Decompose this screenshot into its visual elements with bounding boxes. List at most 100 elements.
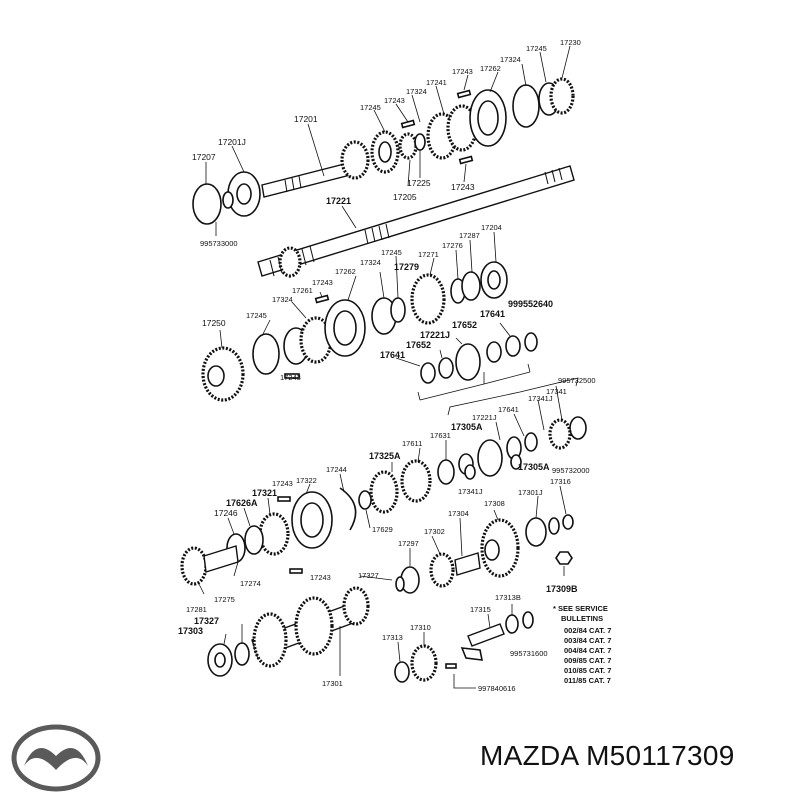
callout: 17204: [481, 223, 502, 232]
brand-part-title: MAZDA M50117309: [480, 740, 735, 772]
callout: 997840616: [478, 684, 516, 693]
gear-17302: [429, 552, 455, 588]
callout: 17313B: [495, 593, 521, 602]
callout: 17324: [272, 295, 293, 304]
service-bulletin-note: * SEE SERVICE BULLETINS 002/84 CAT. 7 00…: [553, 604, 611, 685]
shaft-17274: [203, 545, 239, 573]
reverse-idler-group: [394, 611, 534, 689]
gear-17308-hub: [484, 539, 500, 561]
key-17243-a: [456, 89, 472, 99]
idler-shaft-17315: [467, 623, 505, 647]
callout: 17641: [380, 350, 405, 360]
callout: 17243: [452, 67, 473, 76]
callout: 995732500: [558, 376, 596, 385]
callout: 17201J: [218, 137, 246, 147]
callout: 17626A: [226, 498, 258, 508]
fifth-gear-group: [180, 416, 587, 586]
counter-shaft-17221: [257, 165, 575, 277]
note-line: 004/84 CAT. 7: [564, 646, 611, 655]
hub-17321: [258, 512, 290, 556]
bearing-17204-inner: [487, 270, 501, 290]
sleeve-17262-b-inner: [333, 310, 357, 346]
key-17243-f: [289, 568, 303, 574]
ring-17652-b: [486, 341, 502, 363]
part-number: M50117309: [586, 740, 735, 771]
callout: 17304: [448, 509, 469, 518]
sleeve-17322-inner: [300, 502, 324, 538]
callout: 17243: [272, 479, 293, 488]
shaft-17304: [454, 552, 481, 576]
callout: 17341J: [528, 394, 553, 403]
spacer-17287: [461, 271, 481, 301]
callout: 995731600: [510, 649, 548, 658]
gear-17205: [398, 132, 418, 160]
callout: 17327: [358, 571, 379, 580]
callout: 17310: [410, 623, 431, 632]
ring-17324: [512, 84, 540, 128]
ring-17341j-b: [464, 464, 476, 480]
callout: 17652: [452, 320, 477, 330]
callout: 17201: [294, 114, 318, 124]
gear-17325a: [400, 459, 432, 503]
callout: 17271: [418, 250, 439, 259]
callout: 17301J: [518, 488, 543, 497]
callout: 17305A: [451, 422, 483, 432]
bearing-inner: [236, 183, 252, 205]
callout: 17243: [451, 182, 475, 192]
ring-17245-b: [252, 333, 280, 375]
callout: 17243: [310, 573, 331, 582]
callout: 17631: [430, 431, 451, 440]
counter-gear-a: [252, 612, 288, 668]
note-header-2: BULLETINS: [561, 614, 603, 623]
counter-shaft-front-gear: [278, 246, 302, 278]
ring-17279: [390, 297, 406, 323]
exploded-parts-diagram: 17230 17245 17324 17262 17243 17241 1732…: [178, 38, 611, 693]
reverse-idler-gear-17310: [410, 644, 438, 682]
callout: 995732000: [552, 466, 590, 475]
mazda-logo: [11, 724, 101, 792]
callout: 17641: [498, 405, 519, 414]
callout: 17245: [526, 44, 547, 53]
gear-17250-hub: [207, 365, 225, 387]
ring-995731600: [522, 611, 534, 629]
key-17243-c: [458, 155, 474, 165]
note-line: 003/84 CAT. 7: [564, 636, 611, 645]
callout: 17324: [360, 258, 381, 267]
ring-17327-a: [395, 576, 405, 592]
callout: 17287: [459, 231, 480, 240]
counter-gear-c: [342, 586, 370, 626]
callout: 17241: [426, 78, 447, 87]
callout: 17341J: [458, 487, 483, 496]
callout: 17641: [480, 309, 505, 319]
counter-shaft-group: [257, 165, 575, 278]
callout: 17276: [442, 241, 463, 250]
callout: 17230: [560, 38, 581, 47]
callout: 17274: [240, 579, 261, 588]
callout: 17324: [406, 87, 427, 96]
gear-17230: [549, 77, 575, 115]
callout: 17261: [292, 286, 313, 295]
callout: 17297: [398, 539, 419, 548]
callout: 17308: [484, 499, 505, 508]
callout: 17313: [382, 633, 403, 642]
callout: 17315: [470, 605, 491, 614]
washer-17225: [414, 133, 426, 151]
washer-small: [222, 191, 234, 209]
bearing-ring-cluster: [420, 332, 538, 384]
callout: 17327: [194, 616, 219, 626]
callout: 17301: [322, 679, 343, 688]
callout: 17316: [550, 477, 571, 486]
lower-bracket: [447, 377, 579, 416]
callout: 17322: [296, 476, 317, 485]
callout: 17262: [335, 267, 356, 276]
ring-17313b: [505, 614, 519, 634]
ring-17641-c: [524, 432, 538, 452]
callout: 17243: [280, 373, 301, 382]
note-line: 011/85 CAT. 7: [564, 676, 611, 685]
key-17243-d: [284, 373, 300, 379]
snap-ring-17244: [339, 487, 357, 531]
callout: 17244: [326, 465, 347, 474]
note-line: 010/85 CAT. 7: [564, 666, 611, 675]
callout: 17341: [546, 387, 567, 396]
callout: 17243: [384, 96, 405, 105]
